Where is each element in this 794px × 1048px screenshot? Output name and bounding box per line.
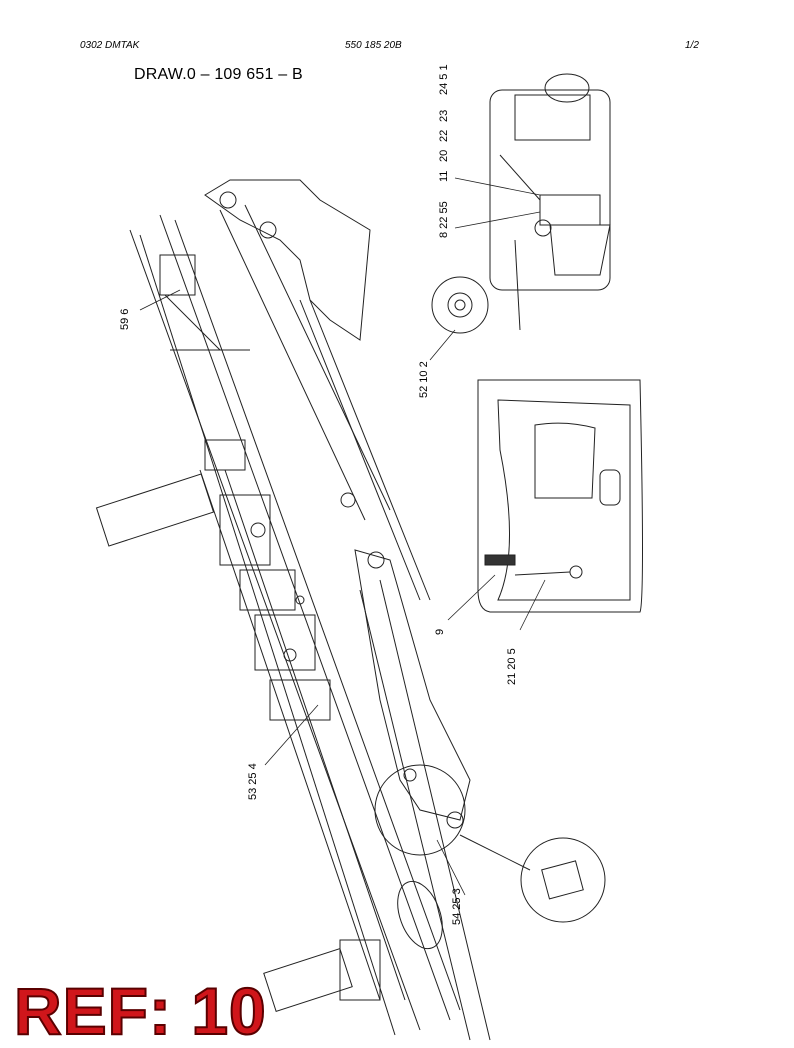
header-part-number: 550 185 20B	[345, 40, 402, 51]
upper-arm	[204, 179, 431, 601]
callout-20: 20	[438, 150, 450, 162]
leader-52	[429, 329, 456, 361]
drawing-number: DRAW.0 – 109 651 – B	[134, 66, 303, 83]
lower-boom	[354, 549, 491, 1041]
detail-circle-sensor	[520, 837, 606, 923]
leader-11	[454, 177, 541, 196]
ref-stamp: REF: 10	[13, 974, 267, 1048]
cab-floor-plan	[477, 379, 643, 613]
callout-23: 23	[438, 110, 450, 122]
control-valve-assembly	[95, 439, 381, 1013]
callout-24: 24 5 1	[438, 64, 450, 95]
detail-circle-lower	[374, 764, 466, 856]
callout-59: 59 6	[119, 309, 131, 330]
rotator-detail	[431, 276, 489, 334]
callout-11: 11	[438, 171, 450, 182]
leader-21	[519, 579, 546, 631]
main-boom	[129, 214, 461, 1036]
callout-54: 54 25 3	[451, 888, 463, 925]
leader-53	[264, 704, 319, 766]
leader-54	[436, 839, 466, 896]
callout-22: 22	[438, 130, 450, 142]
callout-8: 8 22 55	[438, 201, 450, 238]
callout-21: 21 20 5	[506, 648, 518, 685]
guide-rod	[159, 254, 250, 351]
callout-9: 9	[434, 629, 446, 635]
header-doc-code: 0302 DMTAK	[80, 40, 140, 51]
callout-52: 52 10 2	[418, 361, 430, 398]
leader-8	[454, 211, 541, 229]
leader-9	[447, 574, 496, 621]
header-page-number: 1/2	[685, 40, 699, 51]
cab-top-view	[489, 73, 611, 331]
callout-53: 53 25 4	[247, 763, 259, 800]
leader-59	[139, 289, 181, 311]
